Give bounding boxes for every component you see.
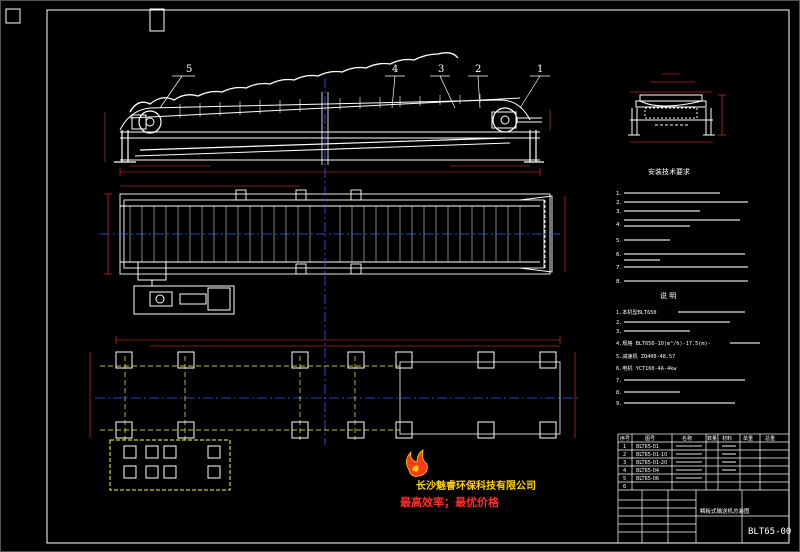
bom-row-1-no: 1: [623, 444, 626, 450]
bom-row-4-no: 4: [623, 468, 626, 474]
upper-pan-chain: [129, 52, 459, 113]
balloon-5: 5: [186, 64, 192, 75]
bom-row-1-code: BLT65-01: [636, 444, 659, 450]
bom-header-material: 材料: [722, 435, 732, 442]
balloon-4: 4: [392, 64, 398, 75]
support-legs: [114, 130, 544, 163]
foundation-pads: [115, 351, 557, 439]
note-1: 1.本机型BLT650: [616, 308, 657, 316]
drive-unit: [133, 261, 235, 315]
balloon-labels: 5 4 3 2 1: [186, 64, 543, 75]
balloon-3: 3: [438, 64, 444, 75]
note-3: 3.: [616, 329, 622, 335]
tech-item-5: 5.: [616, 238, 621, 244]
note-2: 2.: [616, 320, 622, 326]
tech-item-7: 7.: [616, 265, 621, 271]
tech-requirements-block: 安装技术要求 1. 2. 3. 4. 5. 6. 7. 8.: [616, 167, 748, 285]
tech-item-4: 4.: [616, 222, 621, 228]
bom-header-name: 名称: [682, 435, 692, 442]
note-7: 7.: [616, 378, 622, 384]
drawing-title: 鳞板式输送机总装图: [700, 507, 750, 515]
tech-item-3: 3.: [616, 209, 621, 215]
bom-header-total-weight: 总重: [765, 435, 775, 442]
bom-header-no: 序号: [620, 435, 630, 442]
drawing-number: BLT65-00: [748, 527, 791, 537]
bom-row-6-no: 6: [623, 484, 626, 490]
foundation-plan: [89, 336, 576, 491]
frame-rails: [120, 131, 540, 161]
tech-item-8: 8.: [616, 279, 621, 285]
bom-table: [617, 433, 790, 544]
end-view: [628, 73, 726, 143]
bom-row-2-no: 2: [623, 452, 626, 458]
balloon-2: 2: [475, 64, 481, 75]
company-name: 长沙魅睿环保科技有限公司: [416, 479, 536, 492]
bom-header-unit-weight: 单重: [743, 435, 753, 442]
note-8: 8.: [616, 390, 622, 396]
front-dimensions: [104, 110, 551, 176]
bom-row-2-code: BLT65-01-10: [636, 452, 667, 458]
flame-icon: [406, 449, 428, 477]
bom-row-3-code: BLT65-01-20: [636, 460, 667, 466]
tech-item-1: 1.: [616, 191, 621, 197]
tech-item-2: 2.: [616, 200, 621, 206]
note-5: 5.减速机 ZQ400-48.57: [616, 352, 675, 360]
lower-return-chain: [139, 137, 506, 151]
plan-view: [104, 185, 566, 315]
tail-sprocket: [131, 110, 162, 134]
pan-plates: [179, 94, 481, 118]
tech-item-6: 6.: [616, 252, 621, 258]
centerlines: [95, 78, 580, 445]
company-logo: 长沙魅睿环保科技有限公司 最高效率；最优价格: [400, 449, 536, 509]
bom-row-3-no: 3: [623, 460, 626, 466]
bom-row-4-code: BLT65-04: [636, 468, 659, 474]
bom-row-5-code: BLT65-06: [636, 476, 659, 482]
bom-row-5-no: 5: [623, 476, 626, 482]
bom-header-drawing: 图号: [645, 436, 655, 442]
front-elevation-view: 5 4 3 2 1: [104, 52, 551, 176]
note-6: 6.电机 YCT160-4A-4kw: [616, 364, 677, 372]
note-9: 9.: [616, 401, 622, 407]
head-sprocket: [491, 107, 542, 133]
balloon-1: 1: [537, 64, 543, 75]
bom-cells: 序号 图号 名称 数量 材料 单重 总重 1 BLT65-01 2 BLT65-…: [620, 435, 775, 490]
tech-requirements-title: 安装技术要求: [648, 167, 690, 176]
bom-name-strokes: [676, 445, 736, 479]
notes-block: 说 明 1.本机型BLT650 2. 3. 4.规格 BLT650-10(m³/…: [616, 291, 760, 407]
note-4: 4.规格 BLT650-10(m³/h)-17.5(m)-: [616, 339, 711, 347]
company-slogan: 最高效率；最优价格: [400, 495, 500, 509]
bom-header-qty: 数量: [707, 435, 717, 442]
drive-foundation: [109, 439, 231, 491]
notes-title: 说 明: [660, 291, 676, 300]
